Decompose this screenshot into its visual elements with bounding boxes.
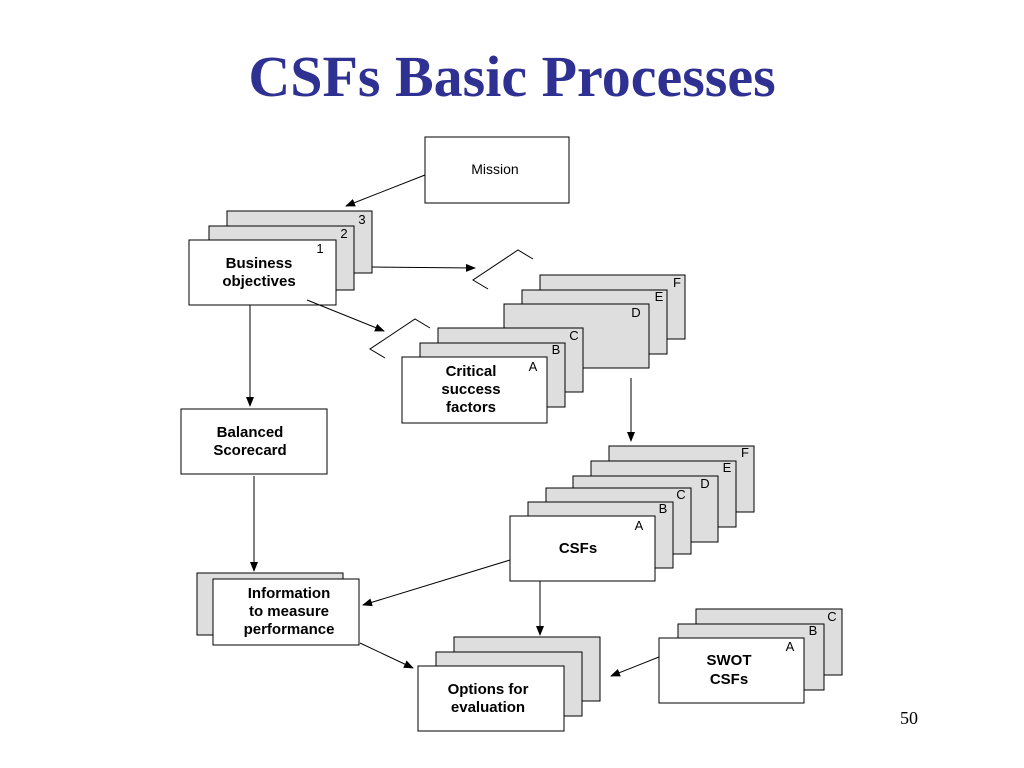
bracket-shape-upper — [472, 249, 534, 290]
information-label-line3: performance — [244, 621, 335, 638]
csf-label-line2: success — [441, 381, 500, 398]
swot-tag-a: A — [786, 639, 795, 654]
information-label-line1: Information — [248, 585, 331, 602]
business-objectives-tag-2: 2 — [340, 226, 347, 241]
bracket-shape-lower — [369, 318, 431, 359]
balanced-scorecard-label-line1: Balanced — [217, 424, 284, 441]
swot-label-line2: CSFs — [710, 671, 748, 688]
swot-tag-b: B — [809, 623, 818, 638]
options-label-line2: evaluation — [451, 699, 525, 716]
information-card-front — [212, 578, 360, 646]
options-label-line1: Options for — [448, 681, 529, 698]
swot-tag-c: C — [827, 609, 836, 624]
options-card-front — [417, 665, 565, 732]
slide-title: CSFs Basic Processes — [248, 44, 776, 109]
csf-tag-e: E — [655, 289, 664, 304]
mission-label: Mission — [471, 161, 518, 177]
csfs-tag-f: F — [741, 445, 749, 460]
csf-label-line3: factors — [446, 399, 496, 416]
arrow-objectives-to-bracket-lower — [306, 299, 385, 332]
business-objectives-label-line1: Business — [226, 255, 293, 272]
csf-tag-c: C — [569, 328, 578, 343]
swot-card-a — [658, 637, 805, 704]
csfs-tag-b: B — [659, 501, 668, 516]
csf-card-a — [401, 356, 548, 424]
csf-tag-a: A — [529, 359, 538, 374]
business-objectives-label-line2: objectives — [222, 273, 295, 290]
csfs-tag-c: C — [676, 487, 685, 502]
business-objectives-card-1 — [188, 239, 337, 306]
page-number: 50 — [900, 708, 918, 728]
csfs-label: CSFs — [559, 540, 597, 557]
business-objectives-tag-3: 3 — [358, 212, 365, 227]
balanced-scorecard-label-line2: Scorecard — [213, 442, 286, 459]
csf-tag-d: D — [631, 305, 640, 320]
information-label-line2: to measure — [249, 603, 329, 620]
csfs-tag-e: E — [723, 460, 732, 475]
csfs-card-a — [509, 515, 656, 582]
csfs-tag-a: A — [635, 518, 644, 533]
mission-box — [424, 136, 570, 204]
csf-label-line1: Critical — [446, 363, 497, 380]
balanced-scorecard-box — [180, 408, 328, 475]
arrow-objectives-to-bracket-upper — [371, 263, 476, 272]
csf-tag-f: F — [673, 275, 681, 290]
arrow-mission-to-objectives — [345, 174, 426, 207]
arrow-swot-to-options — [610, 656, 660, 677]
arrow-information-to-options — [359, 642, 414, 669]
csfs-tag-d: D — [700, 476, 709, 491]
arrow-csfs-to-information — [362, 559, 511, 607]
business-objectives-tag-1: 1 — [316, 241, 323, 256]
swot-label-line1: SWOT — [707, 652, 752, 669]
csf-tag-b: B — [552, 342, 561, 357]
